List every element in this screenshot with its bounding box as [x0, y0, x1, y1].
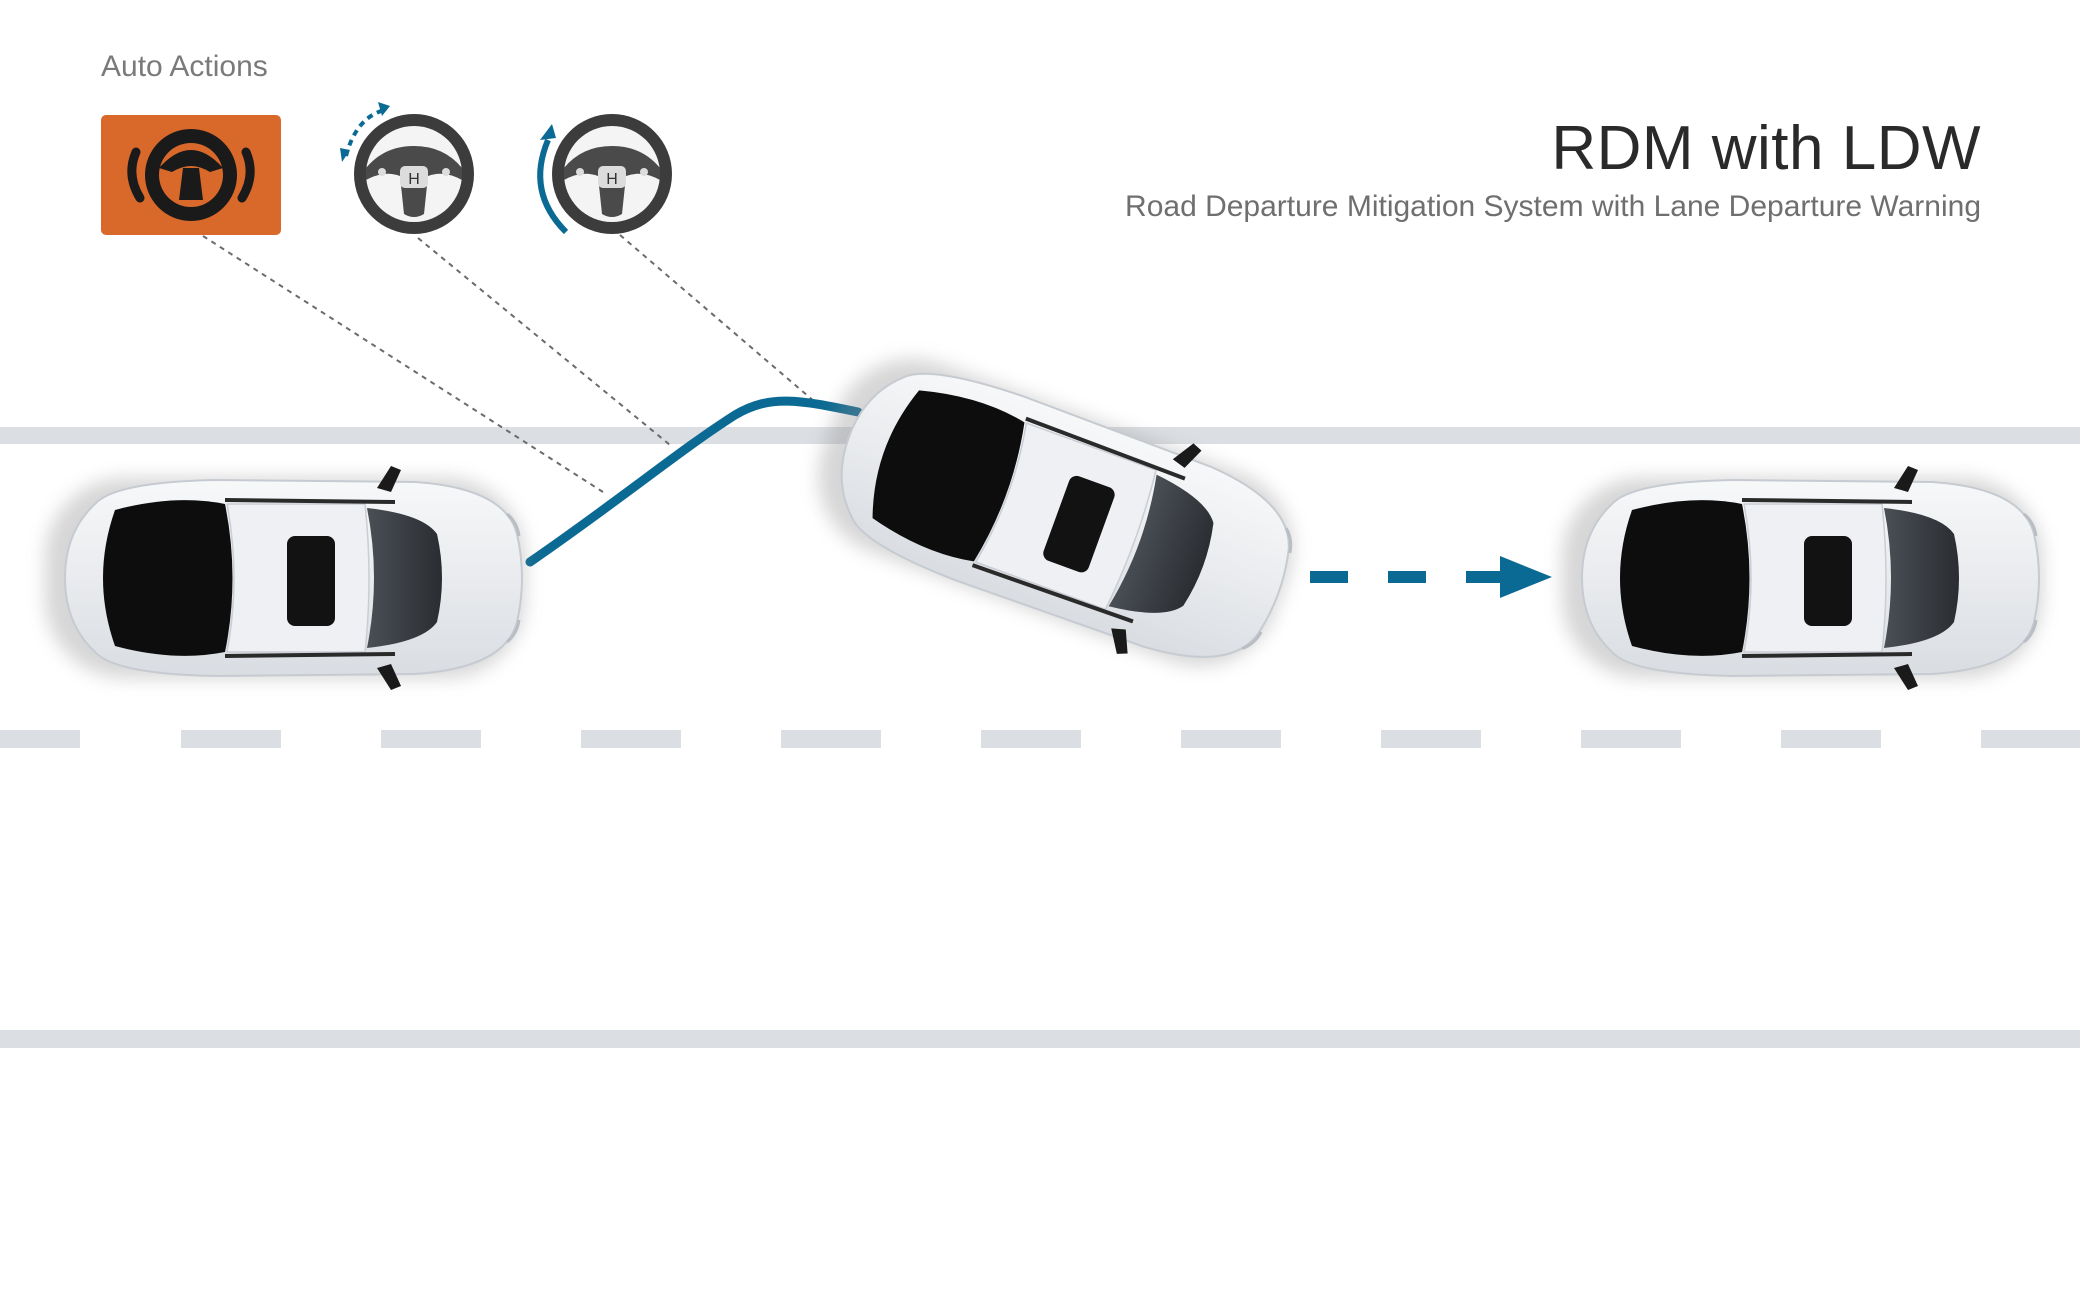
steering-wheel-correction-icon [340, 102, 474, 234]
auto-actions-caption: Auto Actions [101, 50, 268, 83]
car-drifting [45, 466, 525, 690]
road-edge-bottom [0, 1030, 2080, 1048]
car-correcting [792, 325, 1320, 700]
steering-wheel-return-icon [537, 114, 672, 235]
steering-wheel-warning-icon [101, 115, 281, 235]
page-title: RDM with LDW [1551, 114, 1981, 183]
road [0, 427, 2080, 1048]
page-subtitle: Road Departure Mitigation System with La… [1125, 190, 1981, 223]
lane-dashes [0, 730, 2080, 748]
vehicle-trajectory [525, 396, 863, 567]
direction-arrow [1310, 556, 1552, 598]
car-recovered [1562, 466, 2042, 690]
guide-lines [202, 234, 816, 493]
